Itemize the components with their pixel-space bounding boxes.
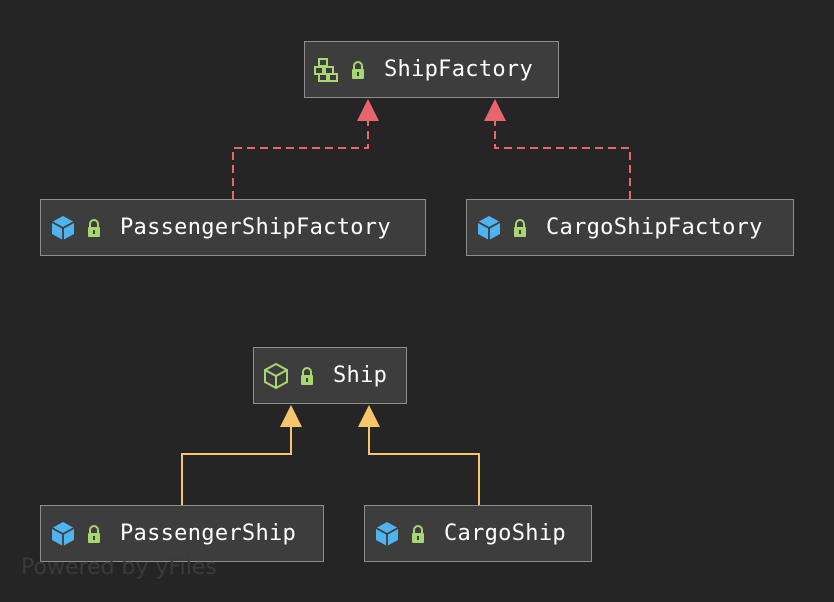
lock-icon: [86, 218, 102, 238]
generalization-arrowhead: [280, 405, 302, 427]
node-passengershipfactory[interactable]: PassengerShipFactory: [40, 199, 426, 256]
node-label: PassengerShipFactory: [120, 215, 391, 240]
class-icon: [49, 214, 77, 242]
abstract-class-icon: [262, 362, 290, 390]
node-label: CargoShip: [444, 521, 566, 546]
lock-icon: [512, 218, 528, 238]
node-cargoship[interactable]: CargoShip: [364, 505, 592, 562]
class-icon: [475, 214, 503, 242]
class-icon: [49, 520, 77, 548]
node-cargoshipfactory[interactable]: CargoShipFactory: [466, 199, 794, 256]
class-icon: [373, 520, 401, 548]
realization-arrowhead: [484, 99, 506, 121]
node-shipfactory[interactable]: ShipFactory: [304, 41, 559, 98]
interface-icon: [313, 56, 341, 84]
edge-cargoshipfactory-to-shipfactory: [494, 121, 631, 199]
node-label: ShipFactory: [384, 57, 533, 82]
node-label: Ship: [333, 363, 388, 388]
lock-icon: [86, 524, 102, 544]
lock-icon: [299, 366, 315, 386]
lock-icon: [350, 60, 366, 80]
node-passengership[interactable]: PassengerShip: [40, 505, 324, 562]
node-label: PassengerShip: [120, 521, 297, 546]
generalization-arrowhead: [358, 405, 380, 427]
yfiles-watermark: Powered by yFiles: [21, 555, 217, 580]
node-label: CargoShipFactory: [546, 215, 763, 240]
edge-passengership-to-ship: [181, 427, 292, 505]
edge-cargoship-to-ship: [368, 427, 480, 505]
lock-icon: [410, 524, 426, 544]
realization-arrowhead: [357, 99, 379, 121]
node-ship[interactable]: Ship: [253, 347, 407, 404]
edge-passengershipfactory-to-shipfactory: [232, 121, 369, 199]
